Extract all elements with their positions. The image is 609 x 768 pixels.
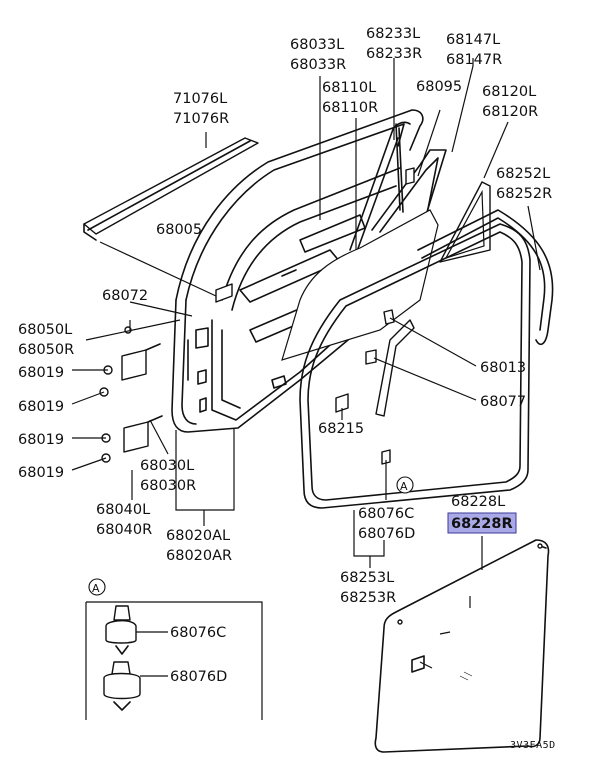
fastener-68077 xyxy=(365,349,377,365)
weatherstrip-68252 xyxy=(417,209,554,346)
detail-box-a xyxy=(85,601,263,720)
label-68013: 68013 xyxy=(480,360,526,376)
detail-label-68076C: 68076C xyxy=(170,625,226,641)
door-weatherstrip xyxy=(299,223,531,509)
label-68005: 68005 xyxy=(156,222,202,238)
detail-label-68076D: 68076D xyxy=(170,669,227,685)
label-68040L: 68040L xyxy=(96,502,150,518)
diagram-code: 3V3FA5D xyxy=(510,740,556,751)
label-68040R: 68040R xyxy=(96,522,152,538)
label-68147L: 68147L xyxy=(446,32,500,48)
detail-ref-circle xyxy=(396,476,414,494)
clip-68076 xyxy=(381,449,391,465)
label-68253R: 68253R xyxy=(340,590,396,606)
part-labels: 71076L 71076R 68033L 68033R 68233L 68233… xyxy=(18,26,556,751)
label-68050R: 68050R xyxy=(18,342,74,358)
quarter-glass xyxy=(439,181,491,263)
label-68050L: 68050L xyxy=(18,322,72,338)
label-68019-a: 68019 xyxy=(18,365,64,381)
belt-moulding xyxy=(83,137,259,241)
label-68095: 68095 xyxy=(416,79,462,95)
hole-plug-68095 xyxy=(405,167,415,185)
label-68020AL: 68020AL xyxy=(166,528,230,544)
label-68120R: 68120R xyxy=(482,104,538,120)
label-68076C: 68076C xyxy=(358,506,414,522)
detail-box-ref-label: A xyxy=(92,582,100,595)
label-68252L: 68252L xyxy=(496,166,550,182)
label-68076D: 68076D xyxy=(358,526,415,542)
sash-glass-68228 xyxy=(374,539,550,753)
label-68030R: 68030R xyxy=(140,478,196,494)
clip-68013 xyxy=(383,309,395,325)
label-68147R: 68147R xyxy=(446,52,502,68)
label-68019-c: 68019 xyxy=(18,432,64,448)
label-68019-b: 68019 xyxy=(18,399,64,415)
leader-lines xyxy=(71,58,541,570)
highlight-box xyxy=(447,512,517,534)
label-68030L: 68030L xyxy=(140,458,194,474)
label-68228R-highlighted: 68228R xyxy=(451,516,513,532)
retainer-68005 xyxy=(215,283,233,303)
detail-box-ref-circle xyxy=(88,578,106,596)
detail-ref-label: A xyxy=(400,480,408,493)
label-68077: 68077 xyxy=(480,394,526,410)
label-68072: 68072 xyxy=(102,288,148,304)
label-68252R: 68252R xyxy=(496,186,552,202)
label-68233R: 68233R xyxy=(366,46,422,62)
label-68110R: 68110R xyxy=(322,100,378,116)
label-68228L: 68228L xyxy=(451,494,505,510)
label-68033L: 68033L xyxy=(290,37,344,53)
label-68019-d: 68019 xyxy=(18,465,64,481)
bumper-68215 xyxy=(335,393,349,413)
label-68253L: 68253L xyxy=(340,570,394,586)
label-68120L: 68120L xyxy=(482,84,536,100)
door-glass xyxy=(281,209,439,361)
label-68110L: 68110L xyxy=(322,80,376,96)
label-68033R: 68033R xyxy=(290,57,346,73)
sealing-strip xyxy=(375,319,415,417)
label-68233L: 68233L xyxy=(366,26,420,42)
label-71076R: 71076R xyxy=(173,111,229,127)
label-68215: 68215 xyxy=(318,421,364,437)
label-71076L: 71076L xyxy=(173,91,227,107)
label-68020AR: 68020AR xyxy=(166,548,232,564)
